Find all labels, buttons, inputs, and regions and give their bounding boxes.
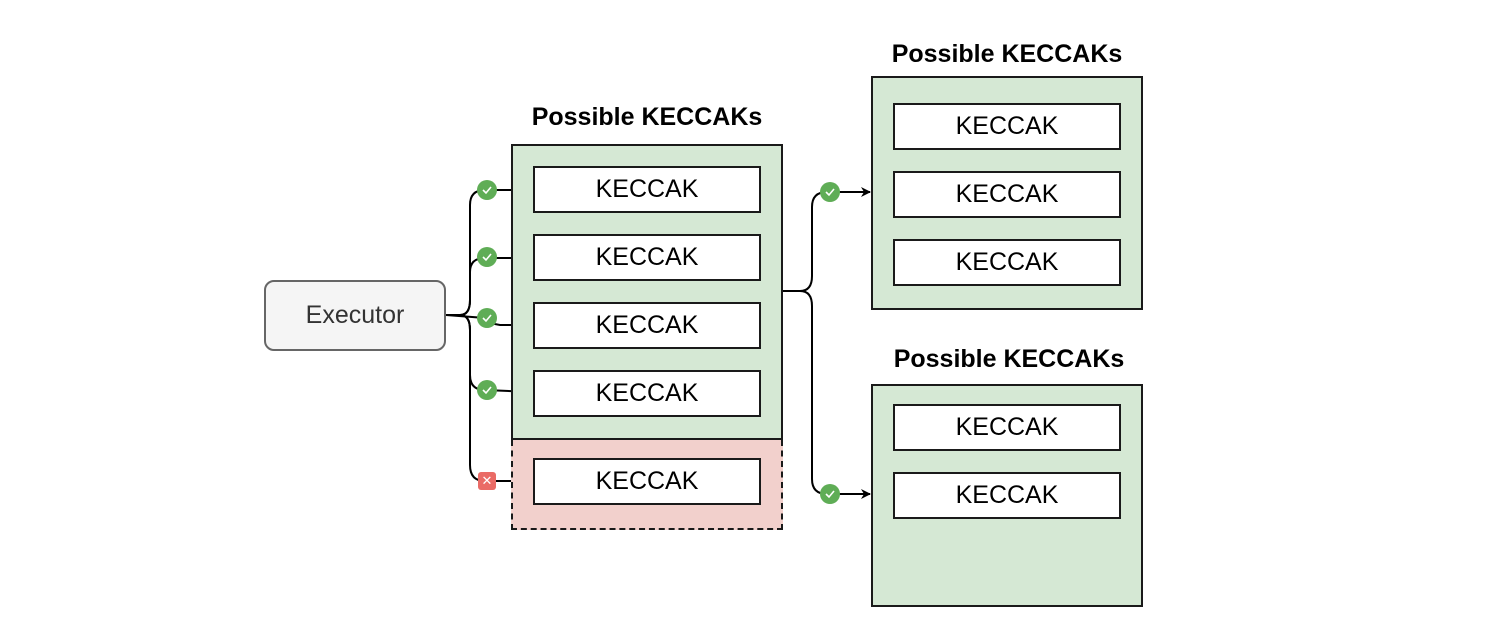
executor-node[interactable]: Executor bbox=[264, 280, 446, 351]
group-2-title: Possible KECCAKs bbox=[891, 40, 1123, 68]
keccak-node-rejected[interactable]: KECCAK bbox=[533, 458, 761, 505]
check-circle-icon bbox=[820, 484, 840, 504]
keccak-label: KECCAK bbox=[595, 311, 699, 339]
keccak-node[interactable]: KECCAK bbox=[893, 472, 1121, 519]
keccak-label: KECCAK bbox=[595, 379, 699, 407]
edge-group-to-bottom bbox=[783, 290, 871, 499]
keccak-node[interactable]: KECCAK bbox=[533, 234, 761, 281]
x-square-icon: ✕ bbox=[478, 472, 496, 490]
keccak-node[interactable]: KECCAK bbox=[533, 370, 761, 417]
check-circle-icon bbox=[477, 308, 497, 328]
keccak-label: KECCAK bbox=[595, 175, 699, 203]
edge-group-to-top bbox=[783, 187, 871, 292]
keccak-node[interactable]: KECCAK bbox=[893, 171, 1121, 218]
executor-label: Executor bbox=[305, 301, 405, 329]
keccak-node[interactable]: KECCAK bbox=[893, 239, 1121, 286]
keccak-node[interactable]: KECCAK bbox=[533, 166, 761, 213]
keccak-label: KECCAK bbox=[955, 112, 1059, 140]
check-circle-icon bbox=[477, 247, 497, 267]
check-circle-icon bbox=[477, 180, 497, 200]
group-3-title: Possible KECCAKs bbox=[893, 345, 1125, 373]
keccak-label: KECCAK bbox=[955, 248, 1059, 276]
keccak-node[interactable]: KECCAK bbox=[533, 302, 761, 349]
keccak-label: KECCAK bbox=[595, 467, 699, 495]
keccak-label: KECCAK bbox=[955, 413, 1059, 441]
keccak-label: KECCAK bbox=[955, 481, 1059, 509]
check-circle-icon bbox=[477, 380, 497, 400]
keccak-label: KECCAK bbox=[595, 243, 699, 271]
keccak-node[interactable]: KECCAK bbox=[893, 404, 1121, 451]
group-1-title: Possible KECCAKs bbox=[531, 103, 763, 131]
check-circle-icon bbox=[820, 182, 840, 202]
keccak-node[interactable]: KECCAK bbox=[893, 103, 1121, 150]
keccak-label: KECCAK bbox=[955, 180, 1059, 208]
